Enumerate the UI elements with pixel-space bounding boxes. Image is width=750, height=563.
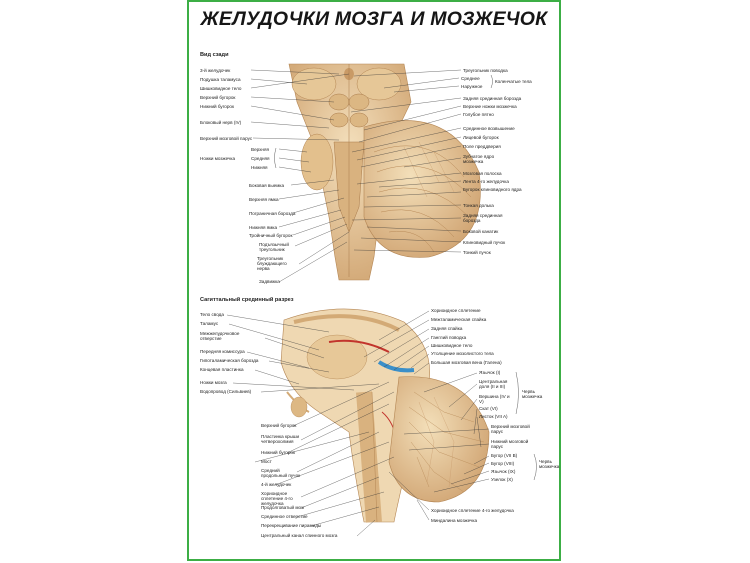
label-hypothalamic-sulcus: Гипоталамическая борозда [200,358,259,363]
top-right-leader-lines [350,69,462,253]
label-trochlear-nerve: Блоковый нерв (IV) [200,120,242,125]
label-culmen: Вершина (IV и V) [479,394,510,404]
label-interthalamic-adhesion: Межталамическая спайка [431,317,487,322]
label-lateral-recess: Боковая выемка [249,183,285,188]
label-uvula: Язычок (IX) [491,469,516,474]
label-third-ventricle: 3-й желудочек [200,68,231,73]
label-hypoglossal-triangle: Подъязычный треугольник [259,242,289,252]
label-pulvinar: Подушка таламуса [200,77,241,82]
label-tectal-plate: Пластинка крыши четверохолмия [261,434,300,444]
label-geniculate-bodies: Коленчатые тела [495,79,532,84]
label-splenium: Утолщение мозолистого тела [431,351,494,356]
label-gracile-lobule: Тонкая долька [463,203,494,208]
label-vermis-upper: Червь мозжечка [522,389,543,399]
label-trigeminal-tubercle: Тройничный бугорок [249,233,293,238]
label-habenular-triangle: Треугольник поводка [463,68,508,73]
label-cerebellar-peduncles: Ножки мозжечка [200,156,236,161]
bottom-right-leader-lines [363,310,490,521]
bottom-section-heading: Сагиттальный срединный разрез [200,297,294,303]
bottom-left-leader-lines [226,314,395,537]
label-declive: Скат (VI) [479,406,498,411]
label-dentate-nucleus: Зубчатое ядро мозжечка [463,154,495,164]
anatomy-poster: ЖЕЛУДОЧКИ МОЗГА И МОЗЖЕЧОК Вид сзади [187,0,561,561]
label-posterior-median-sulcus-upper: Задняя срединная борозда [463,96,522,101]
vermis-brace-upper [515,371,519,415]
label-great-cerebral-vein: Большая мозговая вена (Галена) [431,360,502,365]
label-peduncle-middle: Средняя [251,156,270,161]
label-superior-colliculus-sagittal: Верхний бугорок [261,423,297,428]
label-posterior-median-sulcus-lower: Задняя срединная борозда [463,213,503,223]
label-locus-coeruleus: Голубое пятно [463,112,494,117]
label-central-canal: Центральный канал спинного мозга [261,533,338,538]
top-left-leader-lines [250,69,350,283]
vermis-brace-lower [533,453,537,481]
label-body-of-fornix: Тело свода [200,312,224,317]
label-medullary-striae: Мозговая полоска [463,171,502,176]
label-choroid-plexus-fourth-left: Хориоидное сплетение 4-го желудочка [261,491,293,506]
label-median-aperture: Срединное отверстие [261,514,308,519]
label-pineal-body: Шишковидное тело [200,86,242,91]
brainstem-posterior-view [288,63,412,281]
label-lamina-terminalis: Концевая пластинка [200,367,244,372]
label-tuber-7b: Бугор (VII B) [491,453,518,458]
label-superior-medullary-velum: Верхний мозговой парус [200,136,253,141]
poster-title: ЖЕЛУДОЧКИ МОЗГА И МОЗЖЕЧОК [200,8,548,30]
label-superior-fovea: Верхняя ямка [249,197,279,202]
label-medial-longitudinal-fasciculus: Средний продольный пучок [261,468,301,478]
label-choroid-plexus: Хориоидное сплетение [431,308,481,313]
label-cuneate-fasciculus: Клиновидный пучок [463,240,506,245]
label-aqueduct: Водопровод (Сильвиев) [200,389,252,394]
label-inferior-fovea: Нижняя ямка [249,225,278,230]
cerebellar-peduncles-brace [274,147,277,169]
label-pyramidal-decussation: Перекрещивание пирамиды [261,523,322,528]
label-vagal-triangle: Треугольник блуждающего нерва [257,256,287,271]
label-peduncle-inferior: Нижняя [251,165,268,170]
label-facial-colliculus: Лицевой бугорок [463,135,499,140]
label-lateral-geniculate: Наружное [461,84,483,89]
label-thalamus: Таламус [200,321,219,326]
label-cerebral-peduncles: Ножки мозга [200,380,227,385]
label-peduncle-superior: Верхняя [251,147,269,152]
label-medulla-oblongata: Продолговатый мозг [261,505,305,510]
label-lateral-funiculus: Боковой канатик [463,229,499,234]
label-cerebellar-tonsil: Миндалина мозжечка [431,518,478,523]
label-obex: Задвижка [259,279,280,284]
cerebellum-hemisphere [363,120,481,258]
label-nodulus: Узелок (X) [491,477,513,482]
label-choroid-plexus-fourth-right: Хориоидное сплетение 4-го желудочка [431,508,514,513]
geniculate-bodies-brace [490,74,493,89]
label-medial-geniculate: Среднее [461,76,480,81]
label-inferior-velum: Нижний мозговой парус [491,439,529,449]
label-pineal-body-sagittal: Шишковидное тело [431,343,473,348]
label-vermis-lower: Червь мозжечка [539,459,560,469]
top-section-heading: Вид сзади [200,52,229,58]
label-anterior-commissure: Передняя комиссура [200,349,245,354]
label-superior-cerebellar-peduncles: Верхние ножки мозжечка [463,104,517,109]
illustrations-svg [226,63,537,537]
label-cuneate-tubercle: Бугорок клиновидного ядра [463,187,522,192]
label-superior-colliculus: Верхний бугорок [200,95,236,100]
sagittal-cerebellum [388,376,490,503]
label-tuber-8: Бугор (VIII) [491,461,515,466]
label-median-eminence: Срединное возвышение [463,126,515,131]
label-central-lobule: Центральная доля (II и III) [479,379,508,389]
label-taenia-fourth-ventricle: Лента 4-го желудочка [463,179,509,184]
label-vestibular-area: Поле преддверия [463,144,501,149]
label-interventricular-foramen: Межжелудочковое отверстие [200,331,240,341]
label-pons: Мост [261,459,272,464]
label-habenular-ganglion: Ганглий поводка [431,335,467,340]
label-superior-velum: Верхний мозговой парус [491,424,530,434]
label-fourth-ventricle: 4-й желудочек [261,482,292,487]
label-inferior-colliculus: Нижний бугорок [200,104,234,109]
label-posterior-commissure: Задняя спайка [431,326,463,331]
label-folium: Листок (VII A) [479,414,508,419]
label-sulcus-limitans: Пограничная борозда [249,211,296,216]
label-lingula: Язычок (I) [479,370,501,375]
label-inferior-colliculus-sagittal: Нижний бугорок [261,450,295,455]
label-gracile-fasciculus: Тонкий пучок [463,250,491,255]
